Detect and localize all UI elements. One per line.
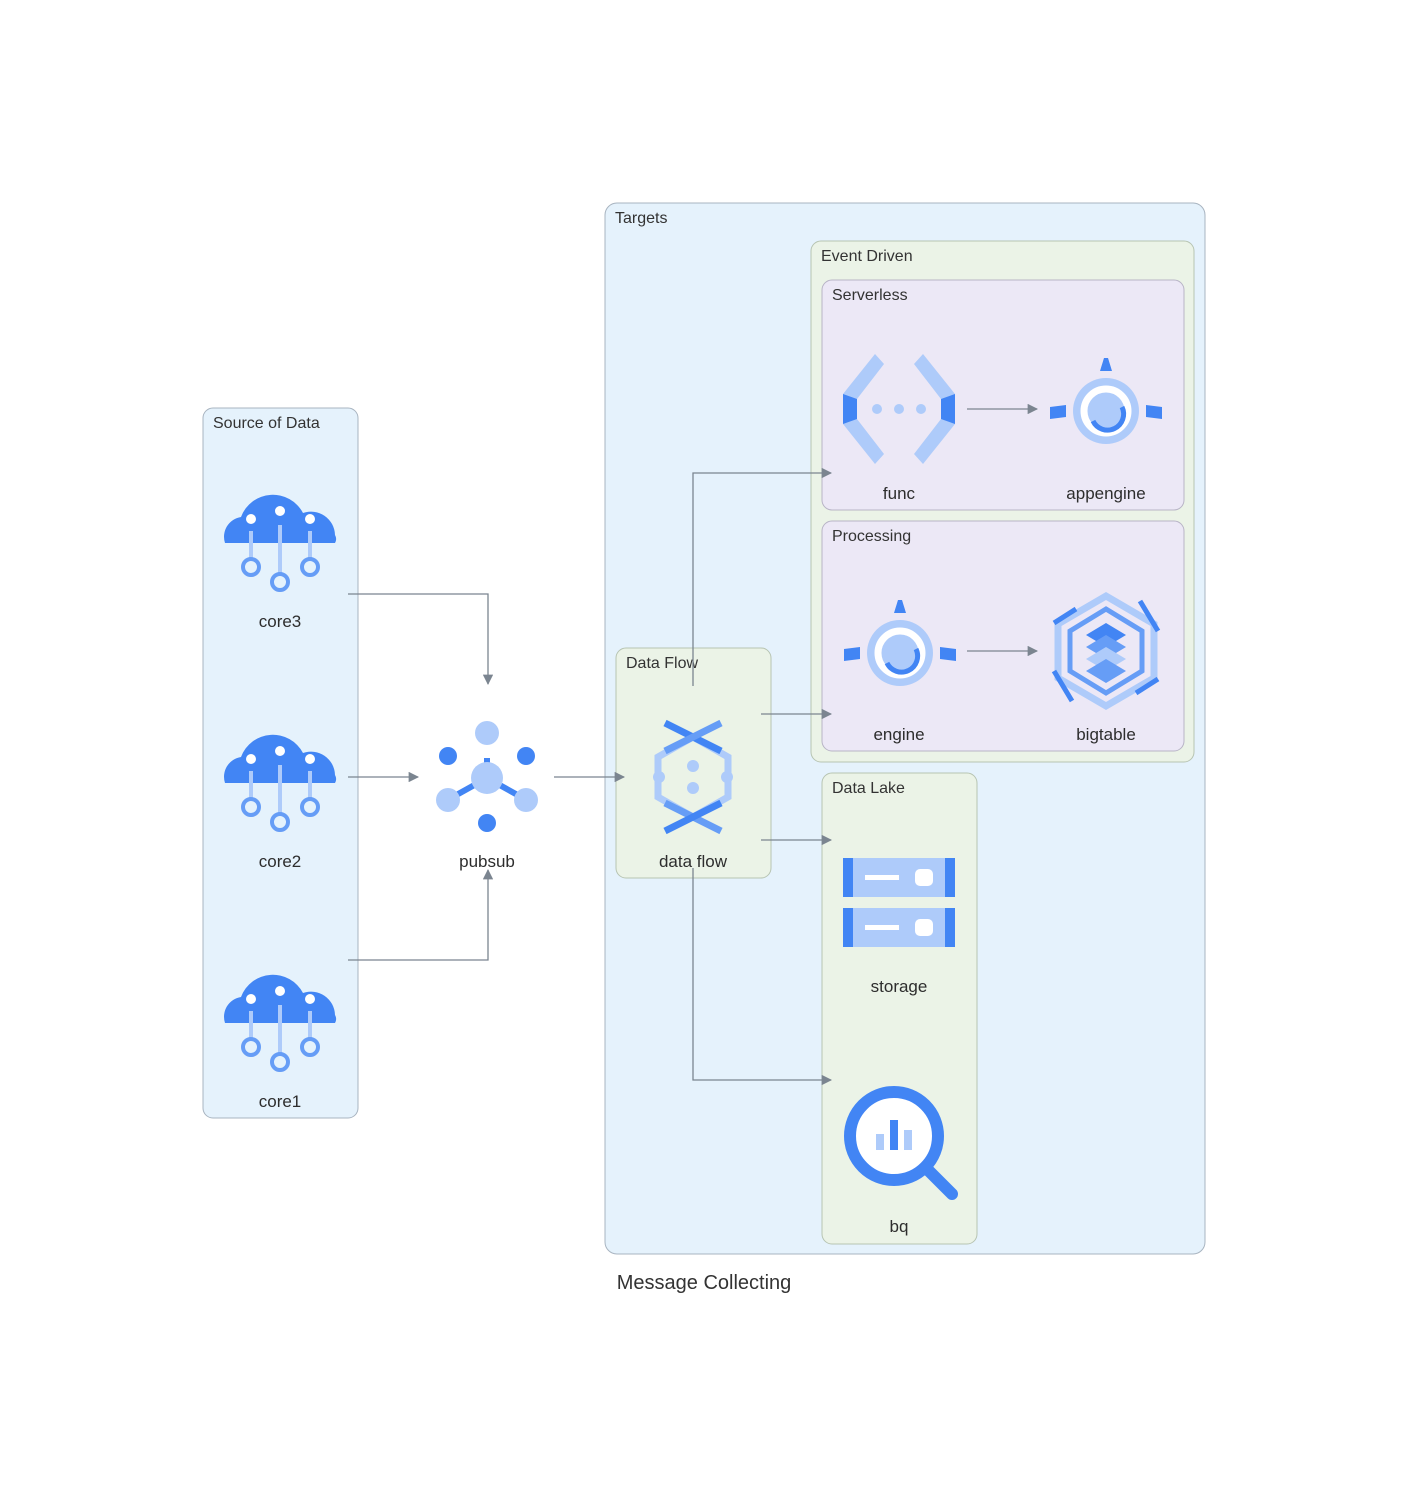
- pubsub-icon: [436, 721, 538, 832]
- cluster-label-processing: Processing: [832, 528, 911, 545]
- node-core2: core2: [224, 734, 337, 871]
- cluster-label-data-lake: Data Lake: [832, 780, 905, 797]
- cluster-processing: Processing: [821, 520, 1185, 752]
- cluster-serverless: Serverless: [821, 279, 1185, 511]
- node-label-core3: core3: [259, 612, 302, 631]
- app-engine-icon: [844, 600, 956, 686]
- edge-dataflow-bq: [692, 868, 833, 1086]
- diagram-title: Message Collecting: [617, 1272, 792, 1294]
- edge-core1-pubsub: [348, 868, 494, 961]
- node-label-dataflow: data flow: [659, 852, 728, 871]
- bigtable-icon: [1051, 591, 1161, 711]
- node-dataflow: data flow: [653, 719, 733, 871]
- edge-core3-pubsub: [348, 593, 494, 686]
- node-label-appengine: appengine: [1066, 484, 1145, 503]
- node-label-bq: bq: [890, 1217, 909, 1236]
- iot-core-icon: [224, 734, 337, 832]
- cluster-label-event-driven: Event Driven: [821, 248, 913, 265]
- node-label-storage: storage: [871, 977, 928, 996]
- node-engine: engine: [844, 600, 956, 744]
- node-label-core2: core2: [259, 852, 302, 871]
- node-func: func: [843, 354, 955, 503]
- app-engine-icon: [1050, 358, 1162, 444]
- node-core1: core1: [224, 974, 337, 1111]
- node-pubsub: pubsub: [436, 721, 538, 871]
- cloud-functions-icon: [843, 354, 955, 464]
- node-storage: storage: [843, 858, 955, 996]
- dataflow-icon: [653, 719, 733, 835]
- iot-core-icon: [224, 494, 337, 592]
- edges: [348, 403, 1039, 1086]
- node-label-func: func: [883, 484, 916, 503]
- cluster-label-targets: Targets: [615, 210, 667, 227]
- node-core3: core3: [224, 494, 337, 631]
- node-bigtable: bigtable: [1051, 591, 1161, 744]
- cluster-label-serverless: Serverless: [832, 287, 908, 304]
- node-appengine: appengine: [1050, 358, 1162, 503]
- cluster-label-source: Source of Data: [213, 415, 320, 432]
- node-label-core1: core1: [259, 1092, 302, 1111]
- node-bq: bq: [844, 1086, 958, 1236]
- node-label-pubsub: pubsub: [459, 852, 515, 871]
- node-label-bigtable: bigtable: [1076, 725, 1136, 744]
- node-label-engine: engine: [873, 725, 924, 744]
- cloud-storage-icon: [843, 858, 955, 947]
- cluster-label-data-flow: Data Flow: [626, 655, 698, 672]
- edge-dataflow-func: [692, 467, 833, 686]
- bigquery-icon: [844, 1086, 958, 1200]
- iot-core-icon: [224, 974, 337, 1072]
